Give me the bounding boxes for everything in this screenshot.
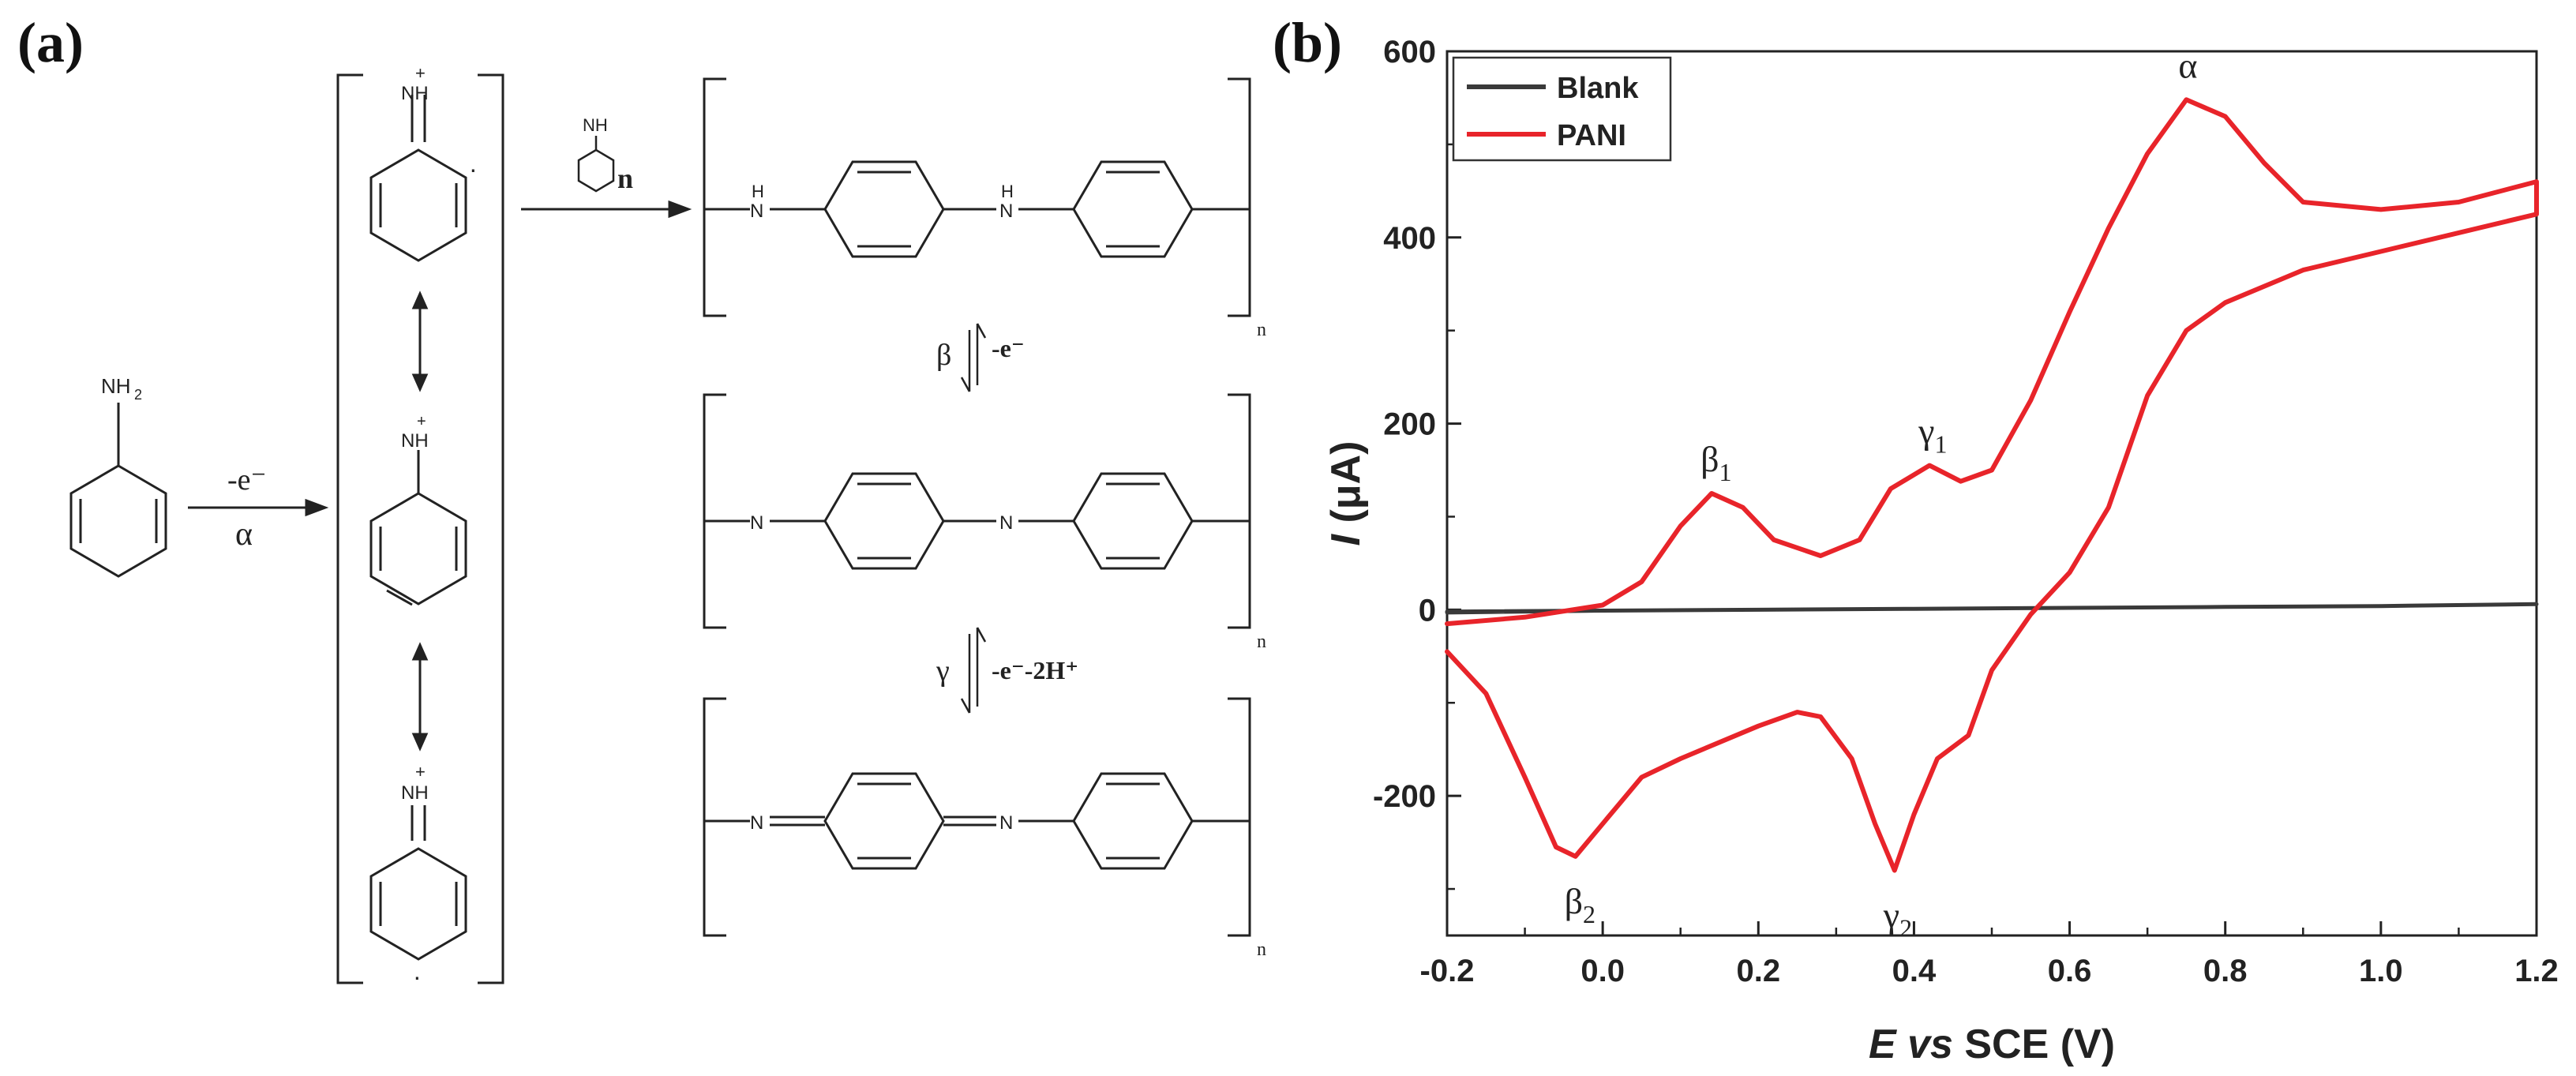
peak-symbol: γ <box>1883 894 1899 935</box>
x-tick-label: 0.2 <box>1736 954 1780 988</box>
aniline-structure: NH 2 <box>69 374 167 578</box>
resonance-form-3: + NH · <box>369 762 467 991</box>
resonance-arrow-1 <box>411 291 429 392</box>
peak-subscript: 2 <box>1583 900 1595 928</box>
aniline-amine-subscript: 2 <box>134 387 142 403</box>
x-axis-title: E vs SCE (V) <box>1869 1022 2115 1067</box>
resonance-form-2: + NH <box>369 413 467 606</box>
legend: Blank PANI <box>1452 56 1672 162</box>
polymer-pernigraniline: n N N <box>703 697 1266 960</box>
peak-subscript: 1 <box>1719 458 1732 486</box>
x-tick-label: 0.4 <box>1892 954 1937 988</box>
y-axis-title-italic: I <box>1323 533 1369 545</box>
equilibrium-beta: β -e⁻ <box>936 323 1025 392</box>
resonance-1-radical-dot: · <box>469 155 478 183</box>
peak-label: β1 <box>1700 439 1731 486</box>
oxidation-alpha-label: α <box>235 516 253 553</box>
resonance-3-charge: + <box>415 762 426 782</box>
resonance-1-charge: + <box>415 63 426 83</box>
resonance-3-radical-dot: · <box>413 962 422 991</box>
series-line-blank <box>1445 602 2539 615</box>
equilibrium-gamma: γ -e⁻-2H⁺ <box>936 627 1078 714</box>
x-axis-title-italic: E vs <box>1869 1022 1953 1067</box>
resonance-form-1: + NH · <box>369 63 478 262</box>
x-tick-label: 0.6 <box>2048 954 2092 988</box>
x-axis-title-rest: SCE (V) <box>1953 1022 2115 1067</box>
peak-subscript: 1 <box>1934 430 1947 459</box>
peak-label: γ2 <box>1883 894 1912 942</box>
y-axis-title-rest: (μA) <box>1323 441 1369 534</box>
peak-symbol: β <box>1700 439 1719 479</box>
y-tick-label: 200 <box>1383 407 1436 442</box>
polymerization-arrow: NH n <box>521 115 692 219</box>
peak-label: α <box>2178 45 2197 85</box>
monomer-amine-label: NH <box>583 115 608 135</box>
peak-symbol: γ <box>1918 411 1934 452</box>
plot-frame <box>1445 50 2538 937</box>
equilibrium-beta-label: β <box>936 339 951 372</box>
panel-b-chart: (b) -0.2 0.0 0.2 0.4 0.6 0.8 1.0 1.2 -200 0 200 40… <box>1273 11 2559 1067</box>
oxidation-electron-label: -e⁻ <box>227 463 267 497</box>
resonance-2-amine-label: NH <box>401 430 429 452</box>
y-tick-label: 0 <box>1419 593 1436 628</box>
monomer-n-label: n <box>617 163 633 194</box>
legend-label-pani: PANI <box>1557 119 1626 152</box>
resonance-1-amine-label: NH <box>401 83 429 104</box>
panel-a-scheme: (a) NH 2 -e⁻ α <box>17 11 1266 991</box>
polymer-3-n1: N <box>750 812 763 834</box>
y-tick-label: 400 <box>1383 221 1436 256</box>
peak-subscript: 2 <box>1899 913 1912 942</box>
polymer-1-n1: N <box>750 201 763 222</box>
polymer-1-subscript: n <box>1257 320 1266 340</box>
peak-symbol: α <box>2178 45 2197 85</box>
resonance-3-amine-label: NH <box>401 782 429 804</box>
legend-box <box>1452 56 1672 162</box>
polymer-2-n1: N <box>750 512 763 534</box>
polymer-emeraldine: n N N <box>703 393 1266 652</box>
y-axis-title: I (μA) <box>1323 441 1369 546</box>
polymer-leucoemeraldine: n N H N H <box>703 77 1266 340</box>
panel-b-label: (b) <box>1273 11 1342 74</box>
y-tick-label: 600 <box>1383 35 1436 69</box>
peak-label: β2 <box>1565 881 1595 928</box>
legend-label-blank: Blank <box>1557 72 1639 105</box>
polymer-3-subscript: n <box>1257 939 1266 960</box>
polymer-1-h2: H <box>1001 182 1014 201</box>
polymer-1-n2: N <box>999 201 1013 222</box>
polymer-2-subscript: n <box>1257 632 1266 652</box>
series-line-pani <box>1445 97 2539 873</box>
y-tick-label: -200 <box>1373 779 1436 814</box>
resonance-bracket <box>336 73 504 984</box>
x-tick-label: 1.2 <box>2514 954 2559 988</box>
polymer-3-n2: N <box>999 812 1013 834</box>
series-layer <box>1445 97 2539 873</box>
x-tick-label: 0.8 <box>2203 954 2248 988</box>
x-tick-label: 0.0 <box>1580 954 1625 988</box>
peak-symbol: β <box>1565 881 1583 921</box>
equilibrium-gamma-label: γ <box>936 654 950 688</box>
polymer-2-n2: N <box>999 512 1013 534</box>
resonance-arrow-2 <box>411 642 429 752</box>
resonance-2-radical-cation: + <box>417 413 426 430</box>
aniline-amine-label: NH <box>101 374 131 398</box>
plot-area <box>1445 50 2538 937</box>
y-axis: -200 0 200 400 600 <box>1373 35 1461 890</box>
equilibrium-gamma-text: -e⁻-2H⁺ <box>992 656 1078 684</box>
x-tick-label: -0.2 <box>1420 954 1475 988</box>
x-tick-label: 1.0 <box>2359 954 2403 988</box>
x-axis: -0.2 0.0 0.2 0.4 0.6 0.8 1.0 1.2 <box>1420 921 2559 988</box>
peak-label: γ1 <box>1918 411 1947 459</box>
polymer-1-h1: H <box>752 182 764 201</box>
equilibrium-beta-text: -e⁻ <box>992 334 1025 362</box>
oxidation-arrow-alpha: -e⁻ α <box>188 463 329 553</box>
panel-a-label: (a) <box>17 11 84 74</box>
